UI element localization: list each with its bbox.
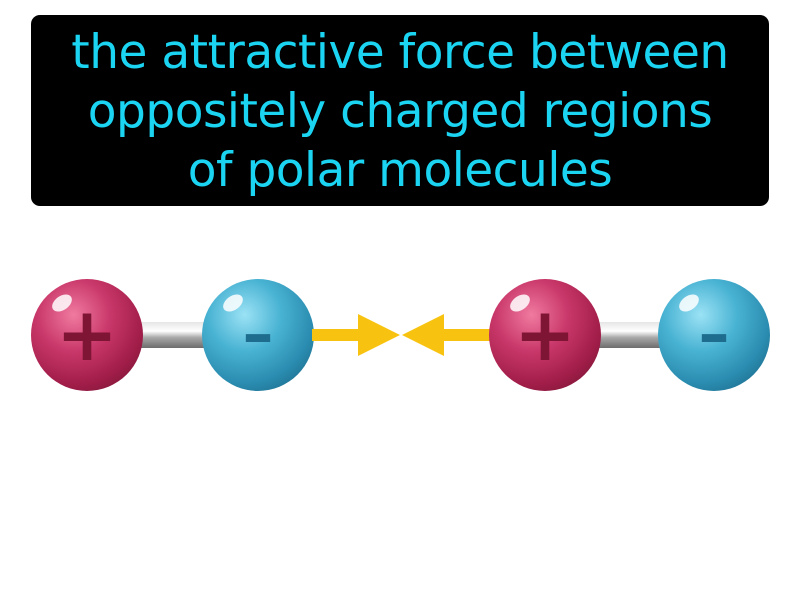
bond-2: [596, 322, 668, 348]
positive-sign-2: +: [514, 292, 576, 378]
negative-sign-1: –: [243, 297, 274, 370]
molecule-1: + –: [31, 279, 314, 391]
definition-line-2: oppositely charged regions: [87, 84, 713, 139]
negative-atom-2: –: [658, 279, 770, 391]
arrow-left-icon: [402, 314, 492, 356]
positive-atom-1: +: [31, 279, 143, 391]
molecule-2: + –: [489, 279, 770, 391]
definition-line-3: of polar molecules: [187, 143, 613, 198]
negative-sign-2: –: [699, 297, 730, 370]
arrow-right-icon: [312, 314, 400, 356]
dipole-dipole-diagram: + – + –: [31, 279, 770, 391]
definition-box: the attractive force between oppositely …: [31, 15, 769, 206]
definition-line-1: the attractive force between: [71, 25, 729, 80]
positive-atom-2: +: [489, 279, 601, 391]
negative-atom-1: –: [202, 279, 314, 391]
bond-1: [138, 322, 208, 348]
positive-sign-1: +: [56, 292, 118, 378]
